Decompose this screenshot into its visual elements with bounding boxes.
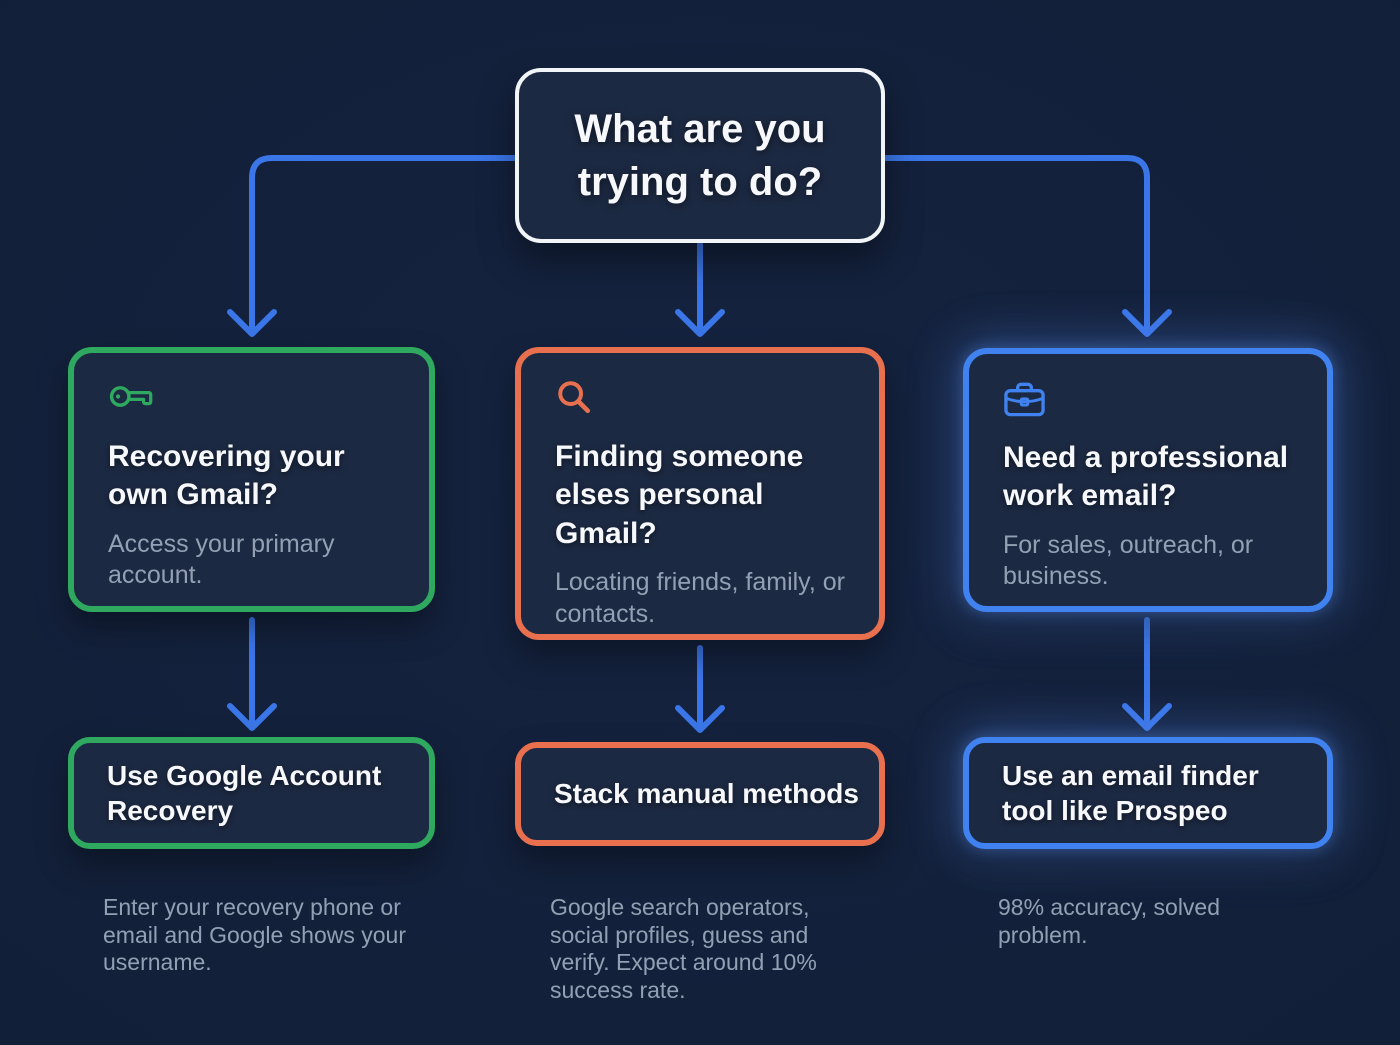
root-question-box: What are you trying to do? [515, 68, 885, 243]
arrowhead-left [227, 309, 277, 337]
question-title: Recovering your own Gmail? [108, 440, 345, 512]
question-title: Need a professional work email? [1003, 441, 1289, 513]
answer-title: Stack manual methods [554, 778, 859, 810]
briefcase-icon [1003, 379, 1317, 419]
answer-box-stack-manual-methods: Stack manual methods [515, 742, 885, 846]
answer-description-recovery: Enter your recovery phone or email and G… [103, 894, 406, 976]
arrowhead-middle [675, 309, 725, 337]
root-question-title: What are you trying to do? [574, 106, 826, 204]
connector-root-to-right [882, 155, 1150, 331]
arrowhead-right [1122, 309, 1172, 337]
answer-title: Use Google Account Recovery [107, 759, 382, 826]
answer-box-email-finder-tool: Use an email finder tool like Prospeo [963, 737, 1333, 849]
answer-description-email-finder: 98% accuracy, solved problem. [998, 894, 1221, 948]
arrowhead-left-answer [227, 703, 277, 731]
search-icon [555, 378, 869, 418]
question-box-work-email: Need a professional work email? For sale… [963, 348, 1333, 612]
arrowhead-middle-answer [675, 705, 725, 733]
answer-box-google-account-recovery: Use Google Account Recovery [68, 737, 435, 849]
connector-root-to-left [249, 155, 518, 331]
question-title: Finding someone elses personal Gmail? [555, 440, 804, 550]
question-box-find-personal-gmail: Finding someone elses personal Gmail? Lo… [515, 347, 885, 640]
answer-title: Use an email finder tool like Prospeo [1002, 759, 1259, 826]
question-subtitle: Locating friends, family, or contacts. [555, 568, 845, 628]
question-box-recover-own-gmail: Recovering your own Gmail? Access your p… [68, 347, 435, 612]
question-subtitle: For sales, outreach, or business. [1003, 530, 1254, 591]
arrowhead-right-answer [1122, 703, 1172, 731]
question-subtitle: Access your primary account. [108, 529, 335, 590]
key-icon [108, 378, 419, 418]
answer-description-manual-methods: Google search operators, social profiles… [550, 894, 817, 1003]
